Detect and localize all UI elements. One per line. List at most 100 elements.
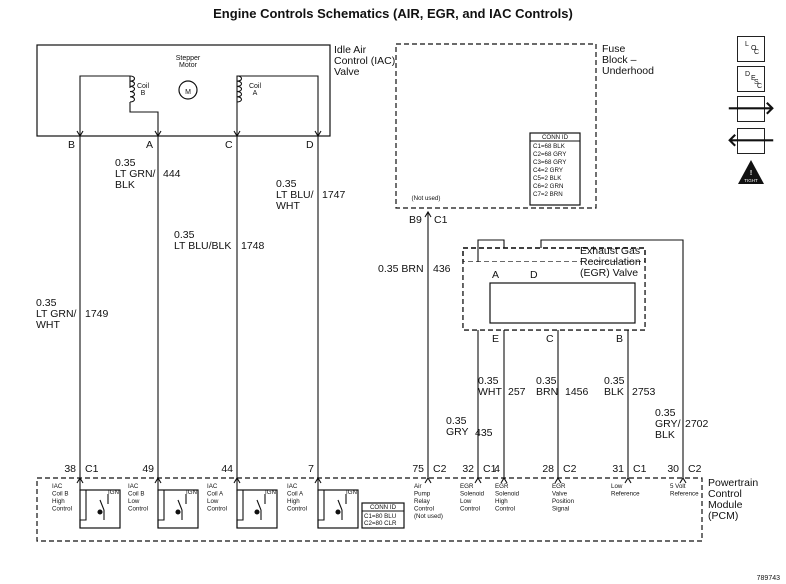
wire-435-number: 435 <box>475 427 493 439</box>
iac-pin-label: A <box>146 139 153 151</box>
driver-b-low-box <box>157 489 199 529</box>
pcm-pin-conn: C1 <box>483 463 497 475</box>
next-button[interactable]: 🡒 <box>727 96 775 122</box>
wire-2702-number: 2702 <box>685 418 709 430</box>
driver-a-low-ign-label: IGN <box>265 489 276 496</box>
driver-b-high-node <box>97 509 103 515</box>
pcm-circuit-label: Reference <box>670 491 699 498</box>
egr-mask <box>463 262 645 330</box>
warning-triangle-icon: ! TIGHT <box>738 160 764 184</box>
wire-1747-label: LT BLU/ <box>276 189 314 201</box>
pcm-title: Control <box>708 488 742 500</box>
driver-b-low-node <box>175 509 181 515</box>
pcm-pin-arrow <box>679 476 687 484</box>
wire-435-label: 0.35 <box>446 415 467 427</box>
conn-header: CONN ID <box>542 134 569 141</box>
wire-444-label: LT GRN/ <box>115 168 156 180</box>
pcm-title: (PCM) <box>708 510 738 522</box>
pcm-circuit-label: EGR <box>552 483 566 490</box>
driver-a-high <box>317 478 325 528</box>
pcm-pin-number: 31 <box>612 463 624 475</box>
egr-valve-title: (EGR) Valve <box>580 267 638 279</box>
pcm-circuit-label: High <box>287 498 300 505</box>
pcm-circuit-label: Position <box>552 498 575 505</box>
pcm-circuit-label: High <box>495 498 508 505</box>
pcm-circuit-label: Coil A <box>207 491 224 498</box>
prev-button[interactable]: 🡐 <box>727 128 775 154</box>
pcm-title: Powertrain <box>708 477 758 489</box>
fuse-conn-table <box>529 132 581 206</box>
conn-row: C3=68 GRY <box>533 159 566 166</box>
wire-1749-label: LT GRN/ <box>36 308 77 320</box>
iac-valve-box <box>36 44 331 137</box>
pcm-conn-row: C1=80 BLU <box>364 513 396 520</box>
wire-444-label: BLK <box>115 179 135 191</box>
iac-pin-label: B <box>68 139 75 151</box>
pcm-circuit-label: Low <box>611 483 623 490</box>
pcm-circuit-label: EGR <box>460 483 474 490</box>
pcm-pin-arrow <box>424 476 432 484</box>
motor-symbol: M <box>185 89 191 96</box>
pcm-pin-number: 28 <box>542 463 554 475</box>
driver-a-high-box <box>317 489 359 529</box>
wire-2702 <box>540 239 684 478</box>
pcm-pin-number: 32 <box>462 463 474 475</box>
desc-letter: D <box>745 71 751 78</box>
wire-444-number: 444 <box>163 168 181 180</box>
coil-b-icon <box>129 75 136 103</box>
pcm-circuit-label: Valve <box>552 491 568 498</box>
coil-b-label: B <box>141 90 146 97</box>
coil-b-label: Coil <box>137 83 150 90</box>
pcm-circuit-label: Control <box>287 506 307 513</box>
pcm-pin-conn: C2 <box>563 463 577 475</box>
wire-1748-label: 0.35 <box>174 229 195 241</box>
pcm-pin-arrow <box>624 476 632 484</box>
conn-row: C1=68 BLK <box>533 143 566 150</box>
stepper-motor-label: Motor <box>179 62 198 69</box>
pcm-circuit-label: Low <box>128 498 140 505</box>
wire-1749-number: 1749 <box>85 308 109 320</box>
pcm-pin-conn: C2 <box>433 463 447 475</box>
wire-2753-number: 2753 <box>632 386 656 398</box>
fuse-block-title: Fuse <box>602 43 626 55</box>
driver-a-low <box>236 478 244 528</box>
fuse-block-title: Underhood <box>602 65 654 77</box>
pcm-circuit-label: EGR <box>495 483 509 490</box>
pcm-circuit-label: Solenoid <box>495 491 520 498</box>
pcm-circuit-label: 5 Volt <box>670 483 686 490</box>
pcm-pin-number: 44 <box>221 463 233 475</box>
conn-row: C7=2 BRN <box>533 191 563 198</box>
desc-letter: S <box>754 79 759 86</box>
driver-a-low-node <box>254 509 260 515</box>
pcm-circuit-label: Control <box>460 506 480 513</box>
wire-2753-label: BLK <box>604 386 624 398</box>
driver-b-low-ign-label: IGN <box>186 489 197 496</box>
pcm-circuit-label: IAC <box>287 483 298 490</box>
pcm-pin-arrow <box>474 476 482 484</box>
driver-b-high-box <box>79 489 121 529</box>
loc-letter: C <box>754 49 760 56</box>
stepper-motor-label: Stepper <box>176 55 201 62</box>
pcm-circuit-label: (Not used) <box>414 513 443 520</box>
driver-b-high <box>79 478 87 528</box>
pcm-circuit-label: Reference <box>611 491 640 498</box>
pcm-circuit-label: Control <box>414 506 434 513</box>
iac-valve-title: Idle Air <box>334 44 367 56</box>
pcm-title: Module <box>708 499 743 511</box>
pcm-circuit-label: IAC <box>128 483 139 490</box>
conn-row: C4=2 GRY <box>533 167 563 174</box>
page-title: Engine Controls Schematics (AIR, EGR, an… <box>213 6 573 21</box>
egr-pin-label: C <box>546 333 554 345</box>
pcm-circuit-label: Coil B <box>128 491 145 498</box>
wire-1749-label: WHT <box>36 319 60 331</box>
warning-triangle-button[interactable]: ! TIGHT <box>737 158 765 186</box>
pcm-conn-table <box>361 502 405 529</box>
pcm-circuit-label: Control <box>207 506 227 513</box>
desc-letter: C <box>757 83 763 90</box>
iac-valve-title: Valve <box>334 66 360 78</box>
pcm-pin-number: 75 <box>412 463 424 475</box>
